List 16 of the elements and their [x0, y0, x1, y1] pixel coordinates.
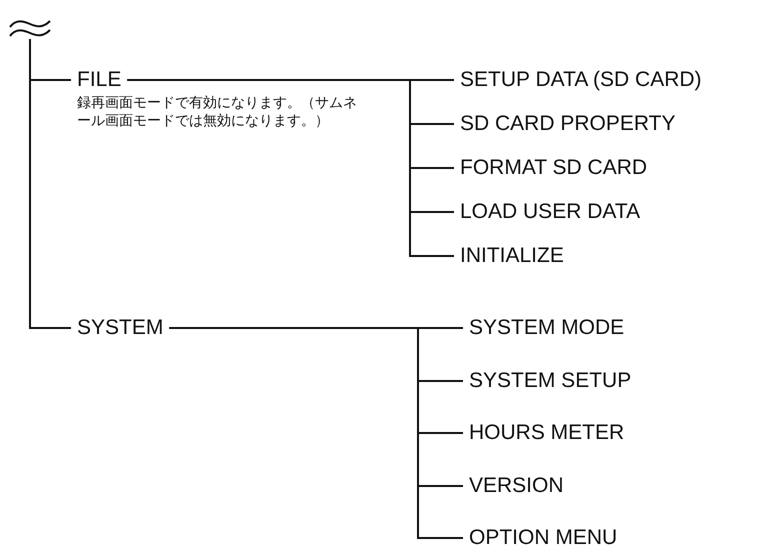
menu-item: VERSION	[467, 474, 566, 498]
menu-item: SYSTEM	[75, 316, 166, 340]
menu-item: HOURS METER	[467, 421, 626, 445]
menu-item: SYSTEM SETUP	[467, 369, 634, 393]
menu-item: SD CARD PROPERTY	[458, 112, 678, 136]
menu-item: SYSTEM MODE	[467, 316, 626, 340]
note-text: 録再画面モードで有効になります。（サムネール画面モードでは無効になります。）	[77, 94, 358, 130]
tree-line	[29, 39, 71, 329]
menu-item: SETUP DATA (SD CARD)	[458, 68, 704, 92]
tree-line	[127, 79, 454, 257]
menu-item: FORMAT SD CARD	[458, 156, 650, 180]
menu-item: INITIALIZE	[458, 244, 566, 268]
menu-item: FILE	[75, 68, 124, 92]
menu-item: OPTION MENU	[467, 526, 620, 546]
tree-line	[169, 327, 463, 539]
menu-item: LOAD USER DATA	[458, 200, 642, 224]
